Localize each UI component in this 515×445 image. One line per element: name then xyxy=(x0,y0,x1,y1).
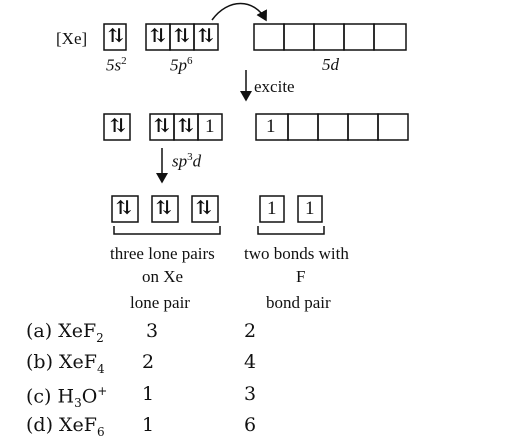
orbital-box-5d-5 xyxy=(373,23,407,51)
orbital-box-5p-3 xyxy=(193,23,219,51)
bonds-caption-2: F xyxy=(296,267,306,286)
column-header-lone-pair: lone pair xyxy=(130,293,190,312)
excited-electrons-d1: 1 xyxy=(266,116,276,137)
option-a-label: (a) XeF2 xyxy=(26,320,104,345)
excited-box-p3 xyxy=(197,113,223,141)
excited-electrons-s: ⇅ xyxy=(110,116,126,137)
orbital-label-5d: 5d xyxy=(322,55,339,74)
excited-box-d4 xyxy=(347,113,379,141)
excited-box-d3 xyxy=(317,113,349,141)
orbital-box-5s xyxy=(103,23,127,51)
hybrid-box-bp1 xyxy=(259,195,285,223)
hybrid-box-lp2 xyxy=(151,195,179,223)
orbital-label-5s: 5s2 xyxy=(106,55,127,75)
option-a-bond: 2 xyxy=(244,320,257,342)
electrons-5p-1: ⇅ xyxy=(150,26,166,47)
orbital-box-5d-3 xyxy=(313,23,345,51)
hybrid-electrons-bp1: 1 xyxy=(267,198,277,219)
excited-electrons-p2: ⇅ xyxy=(178,116,194,137)
column-header-bond-pair: bond pair xyxy=(266,293,331,312)
lone-pair-bracket xyxy=(113,226,221,235)
hybrid-box-bp2 xyxy=(297,195,323,223)
bonds-caption-1: two bonds with xyxy=(244,244,349,263)
hybrid-electrons-lp2: ⇅ xyxy=(156,198,172,219)
lone-pairs-caption-2: on Xe xyxy=(142,267,184,286)
excited-box-d2 xyxy=(287,113,319,141)
promotion-arrow xyxy=(211,2,267,22)
option-c-bond: 3 xyxy=(244,383,257,405)
hybrid-electrons-bp2: 1 xyxy=(305,198,315,219)
lone-pairs-caption-1: three lone pairs xyxy=(110,244,215,263)
option-b-label: (b) XeF4 xyxy=(26,351,105,376)
orbital-box-5d-1 xyxy=(253,23,285,51)
core-label: [Xe] xyxy=(56,29,88,48)
option-d-lone: 1 xyxy=(142,414,155,436)
orbital-box-5d-2 xyxy=(283,23,315,51)
bond-pair-bracket xyxy=(257,226,325,235)
excited-box-d5 xyxy=(377,113,409,141)
hybridization-label: sp3d xyxy=(172,151,202,171)
hybrid-electrons-lp3: ⇅ xyxy=(196,198,212,219)
excited-electrons-p3: 1 xyxy=(205,116,215,137)
excited-electrons-p1: ⇅ xyxy=(154,116,170,137)
electrons-5p-2: ⇅ xyxy=(174,26,190,47)
option-d-label: (d) XeF6 xyxy=(26,414,105,439)
option-b-lone: 2 xyxy=(142,351,155,373)
option-a-lone: 3 xyxy=(146,320,159,342)
orbital-label-5p: 5p6 xyxy=(170,55,193,75)
hybrid-box-lp3 xyxy=(191,195,219,223)
electrons-5s: ⇅ xyxy=(108,26,124,47)
orbital-box-5d-4 xyxy=(343,23,375,51)
excite-label: excite xyxy=(254,77,295,96)
option-c-lone: 1 xyxy=(142,383,155,405)
hybrid-electrons-lp1: ⇅ xyxy=(116,198,132,219)
excited-box-s xyxy=(103,113,131,141)
option-b-bond: 4 xyxy=(244,351,257,373)
option-c-label: (c) H3O+ xyxy=(26,384,108,411)
electrons-5p-3: ⇅ xyxy=(198,26,214,47)
hybrid-box-lp1 xyxy=(111,195,139,223)
option-d-bond: 6 xyxy=(244,414,257,436)
